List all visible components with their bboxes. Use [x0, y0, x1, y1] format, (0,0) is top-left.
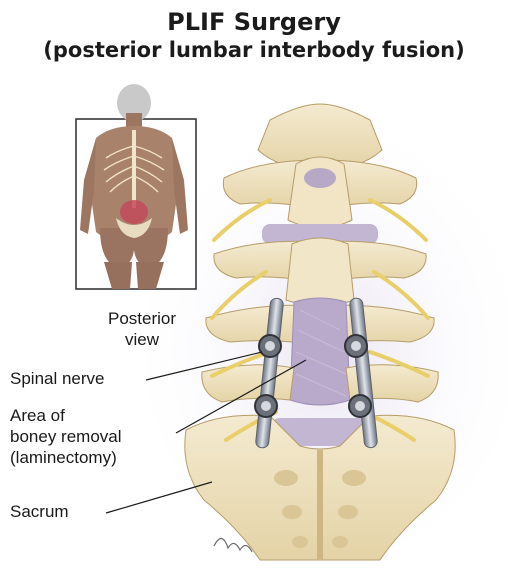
lumbar-spine-illustration [184, 103, 456, 561]
laminectomy-area [289, 297, 351, 406]
page-subtitle: (posterior lumbar interbody fusion) [43, 38, 465, 62]
label-sacrum: Sacrum [10, 502, 69, 521]
label-bone-removal-line1: Area of [10, 406, 65, 425]
leader-sacrum [105, 481, 213, 514]
page-title: PLIF Surgery [167, 8, 341, 36]
figure-head [117, 84, 151, 122]
artist-signature [213, 537, 253, 553]
label-bone-removal-line3: (laminectomy) [10, 448, 117, 467]
inset-posterior-view [75, 84, 197, 290]
human-back-figure [80, 84, 188, 289]
spinal-nerves [210, 198, 430, 442]
label-spinal-nerve: Spinal nerve [10, 369, 105, 388]
figure-hips [100, 228, 168, 268]
leader-lines [105, 351, 307, 514]
inset-caption: Posterior view [96, 308, 188, 350]
inset-caption-line1: Posterior [107, 309, 177, 328]
vertebra-upper [222, 156, 418, 229]
label-bone-removal-line2: boney removal [10, 427, 122, 446]
leader-spinal-nerve [145, 351, 263, 381]
disc-lower [270, 418, 370, 446]
pedicle-screws [254, 334, 372, 418]
lumbar-highlight [120, 200, 148, 224]
disc-upper [262, 224, 378, 244]
leader-bone-removal [175, 359, 307, 434]
label-bone-removal: Area of boney removal (laminectomy) [10, 405, 122, 468]
inset-caption-line2: view [124, 330, 159, 349]
